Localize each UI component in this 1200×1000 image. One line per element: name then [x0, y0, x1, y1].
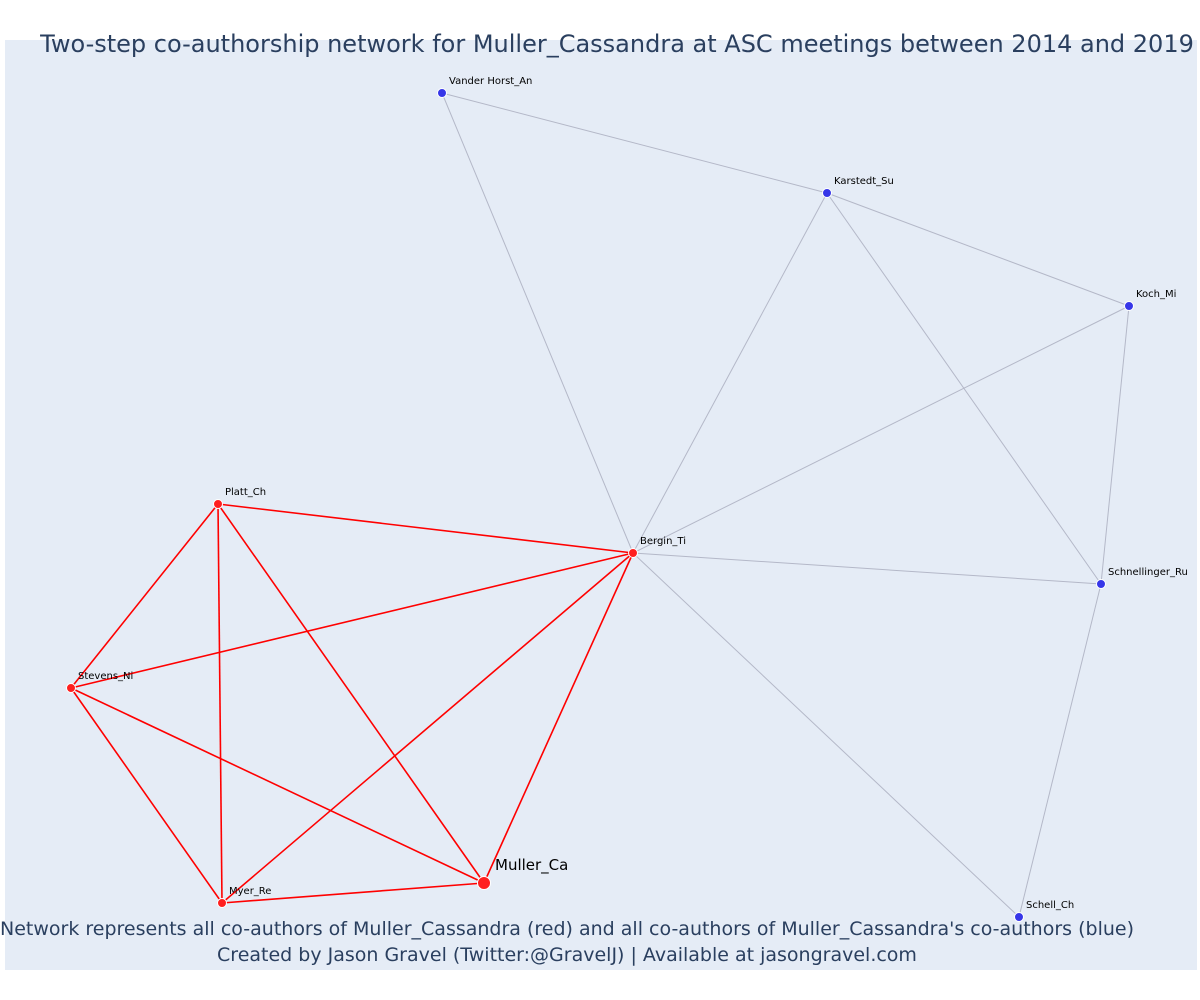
edge-myer-re-muller-ca: [221, 882, 485, 904]
chart-title: Two-step co-authorship network for Mulle…: [40, 30, 1194, 58]
node-stevens-ni[interactable]: [66, 683, 76, 693]
edge-platt-ch-myer-re: [217, 503, 223, 904]
node-label-vander-horst-an: Vander Horst_An: [449, 76, 532, 87]
edge-schnellinger-ru-schell-ch: [1018, 583, 1102, 918]
edge-platt-ch-bergin-ti: [217, 503, 634, 554]
node-label-karstedt-su: Karstedt_Su: [834, 176, 894, 187]
node-label-schell-ch: Schell_Ch: [1026, 900, 1074, 911]
edges-layer: [70, 92, 1130, 918]
node-label-koch-mi: Koch_Mi: [1136, 289, 1176, 300]
edge-myer-re-bergin-ti: [221, 552, 634, 904]
node-label-muller-ca: Muller_Ca: [495, 856, 568, 875]
edge-muller-ca-bergin-ti: [483, 552, 634, 884]
node-schnellinger-ru[interactable]: [1096, 579, 1106, 589]
node-label-bergin-ti: Bergin_Ti: [640, 536, 686, 547]
edge-koch-mi-schnellinger-ru: [1100, 305, 1130, 585]
node-label-schnellinger-ru: Schnellinger_Ru: [1108, 567, 1188, 578]
edge-karstedt-su-koch-mi: [826, 192, 1130, 307]
caption-line-1: Network represents all co-authors of Mul…: [0, 918, 1134, 940]
edge-karstedt-su-bergin-ti: [632, 192, 828, 554]
node-koch-mi[interactable]: [1124, 301, 1134, 311]
node-bergin-ti[interactable]: [628, 548, 638, 558]
node-myer-re[interactable]: [217, 898, 227, 908]
edge-bergin-ti-schnellinger-ru: [632, 552, 1102, 585]
edge-bergin-ti-schell-ch: [632, 552, 1020, 918]
edge-stevens-ni-bergin-ti: [70, 552, 634, 689]
edge-platt-ch-stevens-ni: [70, 503, 219, 689]
edge-stevens-ni-muller-ca: [70, 687, 485, 884]
labels-layer: Muller_Ca Bergin_Ti Platt_ChStevens_NiMyer…: [78, 76, 1188, 911]
plot-background: [5, 40, 1197, 970]
nodes-layer: [66, 88, 1134, 922]
edge-koch-mi-bergin-ti: [632, 305, 1130, 554]
node-schell-ch[interactable]: [1014, 912, 1024, 922]
node-karstedt-su[interactable]: [822, 188, 832, 198]
node-vander-horst-an[interactable]: [437, 88, 447, 98]
edge-stevens-ni-myer-re: [70, 687, 223, 904]
node-platt-ch[interactable]: [213, 499, 223, 509]
edge-vander-horst-an-bergin-ti: [441, 92, 634, 554]
edge-vander-horst-an-karstedt-su: [441, 92, 828, 194]
caption-line-2: Created by Jason Gravel (Twitter:@Gravel…: [217, 944, 917, 966]
node-muller-ca[interactable]: [477, 876, 491, 890]
node-label-platt-ch: Platt_Ch: [225, 487, 266, 498]
edge-platt-ch-muller-ca: [217, 503, 485, 884]
node-label-myer-re: Myer_Re: [229, 886, 271, 897]
node-label-stevens-ni: Stevens_Ni: [78, 671, 133, 682]
